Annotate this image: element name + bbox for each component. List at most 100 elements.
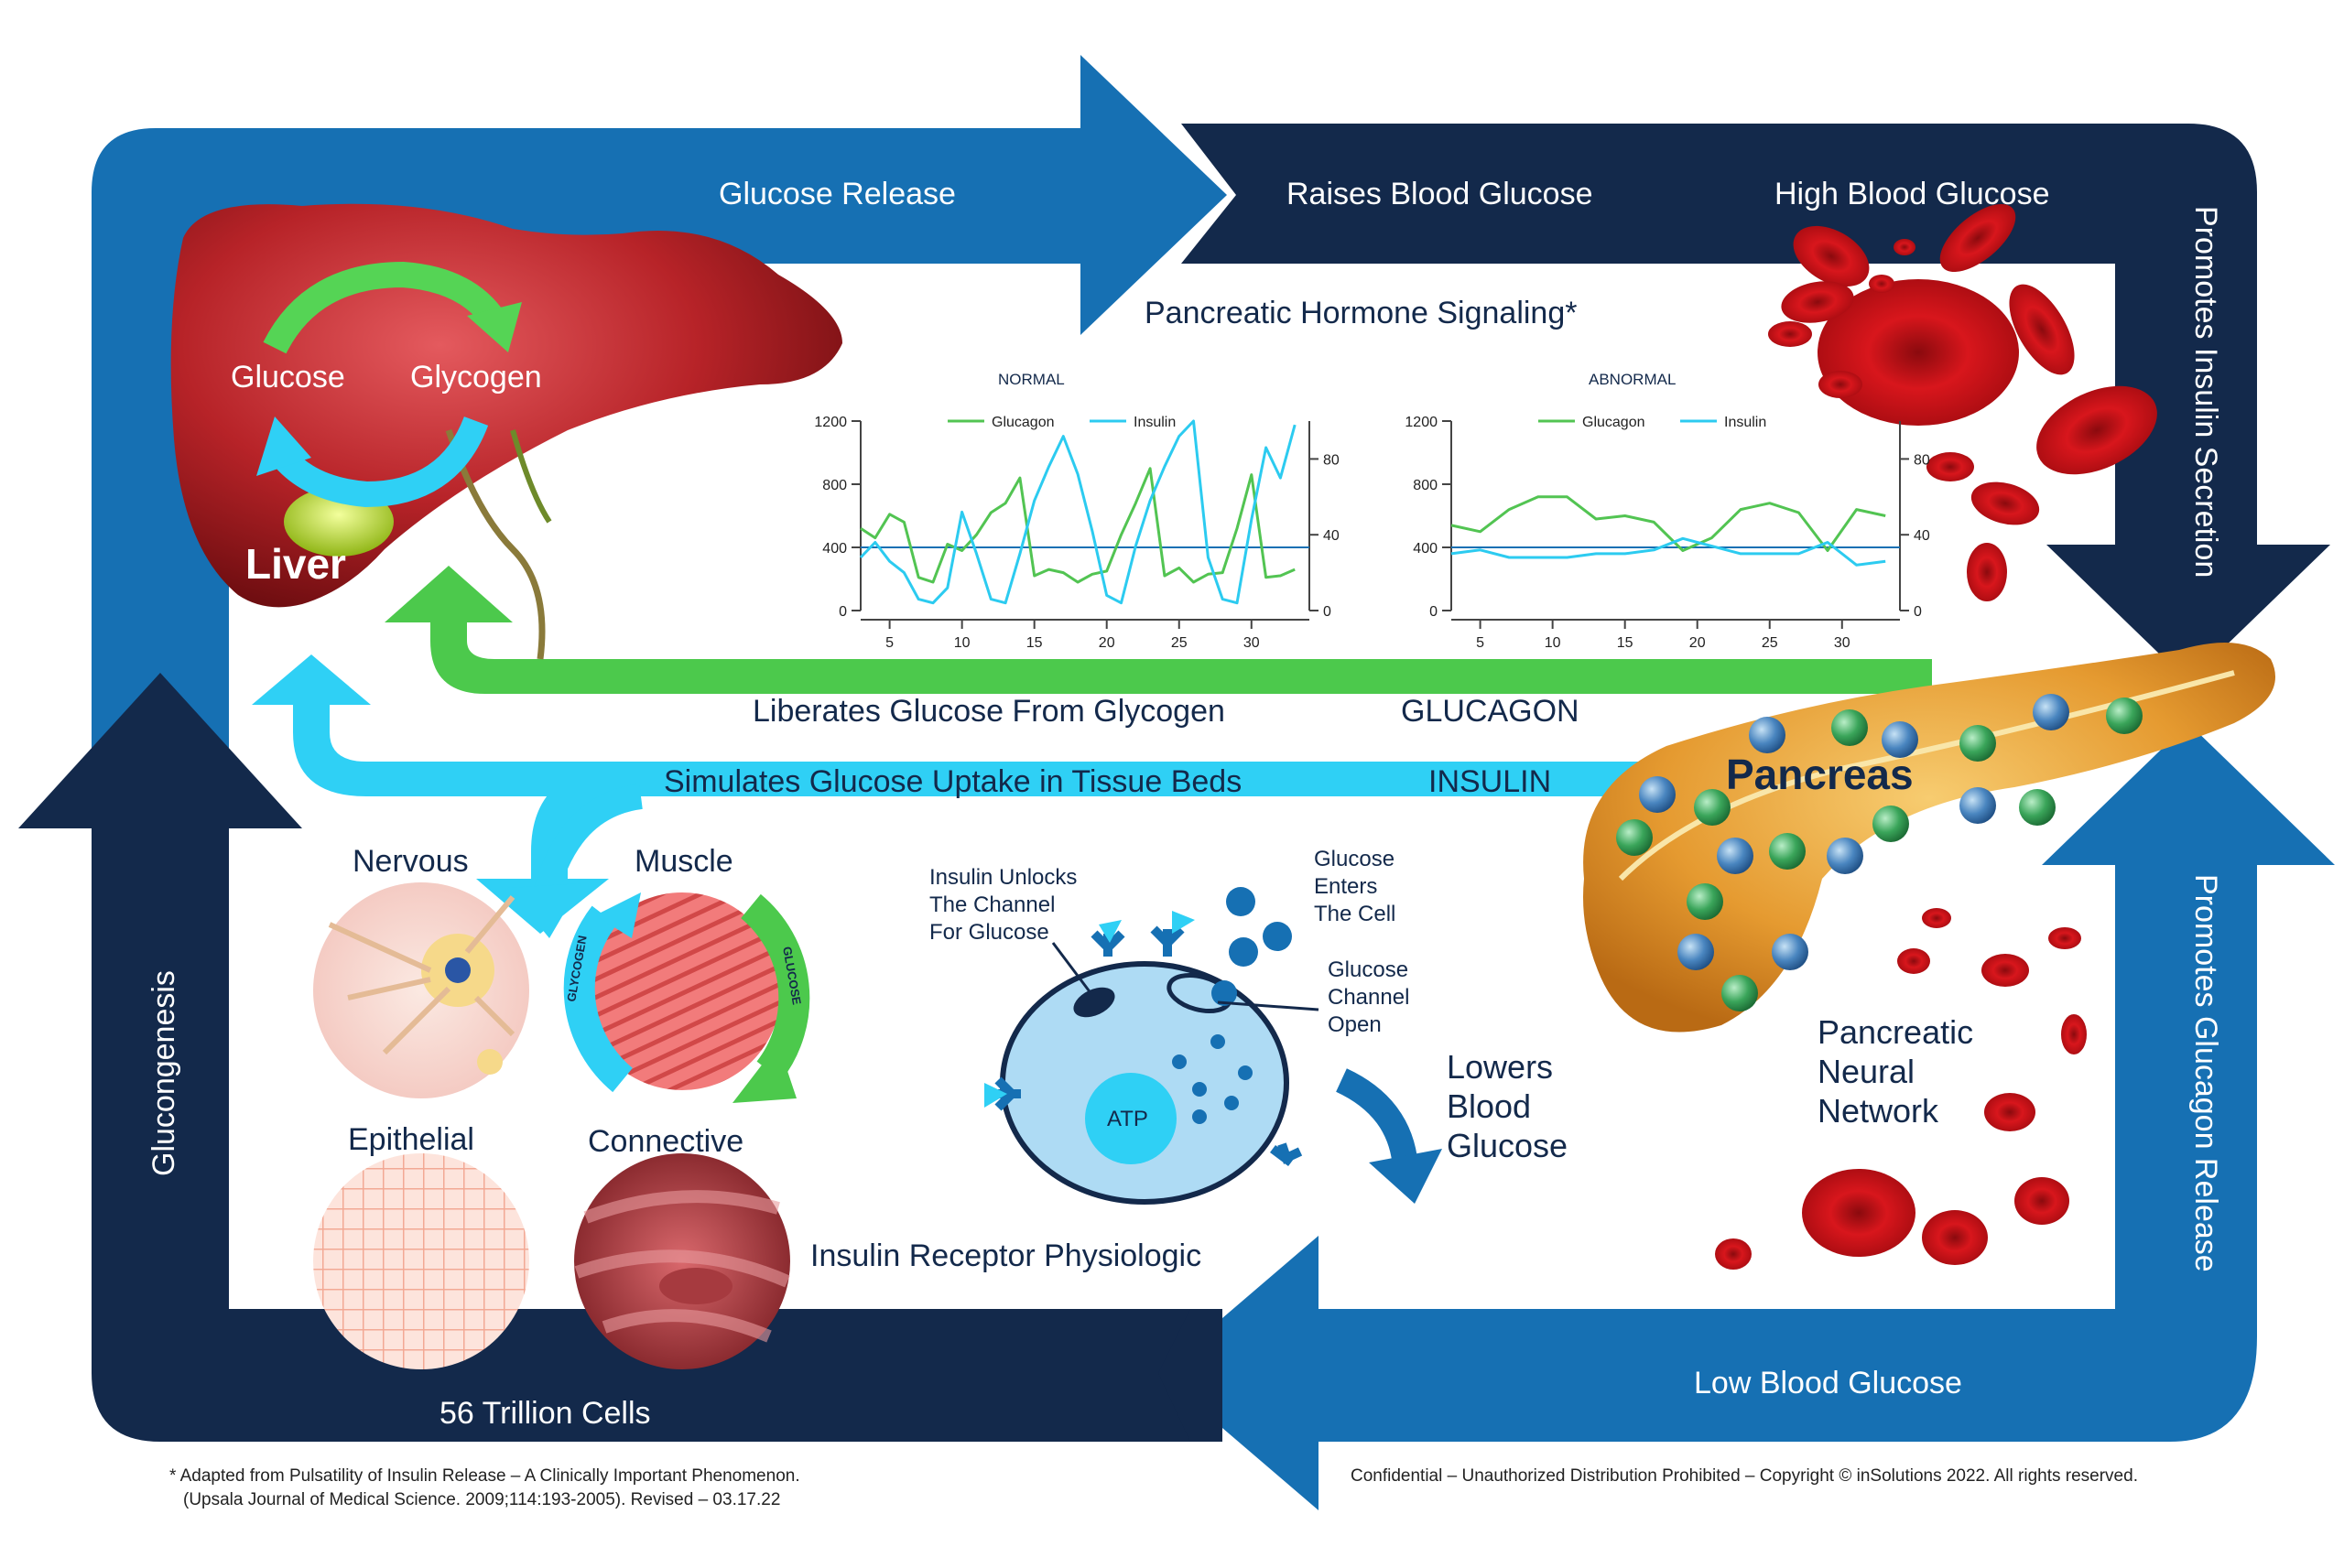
chart-legend-label: Insulin [1134, 415, 1176, 430]
chart-series-insulin [1450, 536, 1886, 567]
chart-x-tick-label: 10 [1545, 635, 1561, 651]
chart-legend-label: Glucagon [1582, 415, 1645, 430]
raises-blood-glucose-label: Raises Blood Glucose [1286, 177, 1593, 211]
pancreas-label: Pancreas [1726, 751, 1914, 798]
chart-right-tick-label: 80 [1914, 452, 1930, 468]
chart-left-tick-label: 1200 [814, 415, 847, 430]
gluconeogenesis-arrowhead [18, 673, 302, 828]
chart-left-tick-label: 800 [822, 478, 847, 493]
low-glucose-arrowhead [1158, 1236, 1318, 1510]
pancreatic-cells [1616, 694, 2143, 1011]
connective-tissue-label: Connective [588, 1124, 744, 1159]
channel-open-line2: Channel [1328, 985, 1410, 1010]
insulin-secretion-arrowhead [2046, 545, 2330, 682]
gluconeogenesis-label: Glucongenesis [146, 970, 181, 1176]
muscle-tissue-circle: GLYCOGEN GLUCOSE [563, 892, 810, 1103]
connective-tissue-circle [574, 1153, 790, 1369]
chart-x-tick-label: 25 [1171, 635, 1188, 651]
lowers-line3: Glucose [1447, 1127, 1568, 1164]
glucagon-pathway-label: Liberates Glucose From Glycogen [753, 694, 1225, 729]
chart-title: NORMAL [998, 371, 1065, 388]
chart-x-tick-label: 30 [1834, 635, 1850, 651]
signaling-title: Pancreatic Hormone Signaling* [1145, 296, 1578, 330]
chart-left-tick-label: 400 [1413, 541, 1438, 557]
glucose-enters-line3: The Cell [1314, 902, 1396, 926]
glucose-enters-line1: Glucose [1314, 847, 1395, 871]
chart-left-tick-label: 800 [1413, 478, 1438, 493]
receptor-cell [984, 887, 1319, 1205]
chart-x-tick-label: 5 [1476, 635, 1484, 651]
footnote-line1: * Adapted from Pulsatility of Insulin Re… [169, 1466, 800, 1486]
chart-right-tick-label: 40 [1323, 528, 1340, 544]
chart-x-tick-label: 15 [1026, 635, 1043, 651]
epithelial-tissue-label: Epithelial [348, 1122, 474, 1157]
pancreatic-neural-network-line3: Network [1818, 1092, 1939, 1130]
insulin-to-tissue-arrowhead [508, 883, 581, 938]
chart-right-tick-label: 40 [1914, 528, 1930, 544]
atp-label: ATP [1107, 1107, 1148, 1131]
muscle-tissue-label: Muscle [635, 844, 733, 879]
cells-count-label: 56 Trillion Cells [440, 1396, 651, 1431]
glucagon-hormone-label: GLUCAGON [1401, 694, 1579, 729]
copyright-notice: Confidential – Unauthorized Distribution… [1351, 1466, 2138, 1486]
chart-left-tick-label: 0 [1429, 604, 1438, 620]
low-blood-glucose-label: Low Blood Glucose [1694, 1366, 1962, 1400]
insulin-hormone-label: INSULIN [1428, 764, 1552, 799]
insulin-unlocks-line1: Insulin Unlocks [929, 865, 1078, 890]
channel-open-line3: Open [1328, 1012, 1382, 1037]
chart-series-insulin [859, 419, 1297, 605]
epithelial-tissue-circle [313, 1153, 529, 1369]
liver-glycogen-label: Glycogen [410, 360, 542, 395]
low-glucose-arrow-tail [1158, 1309, 1222, 1442]
chart-x-tick-label: 20 [1099, 635, 1115, 651]
channel-open-line1: Glucose [1328, 957, 1409, 982]
red-blood-cells-high [1768, 203, 2157, 601]
insulin-pathway-label: Simulates Glucose Uptake in Tissue Beds [664, 764, 1243, 799]
chart-right-tick-label: 0 [1914, 604, 1922, 620]
pancreatic-neural-network-line1: Pancreatic [1818, 1013, 1974, 1051]
lowers-line2: Blood [1447, 1087, 1532, 1125]
chart-x-tick-label: 15 [1617, 635, 1633, 651]
chart-series-glucagon [1450, 495, 1886, 552]
glucose-enters-line2: Enters [1314, 874, 1378, 899]
insulin-unlocks-line2: The Channel [929, 892, 1056, 917]
lowers-glucose-arrowhead [1369, 1149, 1442, 1204]
glucose-release-arrowhead [1080, 55, 1227, 335]
promotes-glucagon-release-label: Promotes Glucagon Release [2188, 874, 2223, 1272]
red-blood-cells-low [1715, 908, 2087, 1270]
chart-legend-label: Insulin [1724, 415, 1766, 430]
cycle-band-bottom-right [1318, 860, 2257, 1442]
chart-left-tick-label: 1200 [1405, 415, 1438, 430]
chart-x-tick-label: 20 [1689, 635, 1706, 651]
footnote-line2: (Upsala Journal of Medical Science. 2009… [183, 1490, 781, 1509]
liver-glucose-label: Glucose [231, 360, 345, 395]
lowers-glucose-arrow [1335, 1068, 1418, 1169]
chart-x-tick-label: 5 [885, 635, 894, 651]
liver-illustration [170, 203, 842, 660]
receptor-title: Insulin Receptor Physiologic [810, 1238, 1202, 1273]
insulin-unlocks-line3: For Glucose [929, 920, 1049, 945]
nervous-tissue-circle [313, 882, 529, 1098]
pancreatic-neural-network-line2: Neural [1818, 1053, 1915, 1090]
liver-label: Liver [245, 540, 346, 588]
chart-left-tick-label: 400 [822, 541, 847, 557]
chart-title: ABNORMAL [1589, 371, 1676, 388]
chart-right-tick-label: 0 [1323, 604, 1331, 620]
chart-x-tick-label: 30 [1243, 635, 1260, 651]
chart-right-tick-label: 80 [1323, 452, 1340, 468]
chart-x-tick-label: 10 [954, 635, 971, 651]
chart-left-tick-label: 0 [839, 604, 847, 620]
glucagon-pathway [385, 566, 1932, 694]
promotes-insulin-secretion-label: Promotes Insulin Secretion [2188, 206, 2223, 579]
glucagon-release-arrowhead [2042, 723, 2335, 865]
nervous-tissue-label: Nervous [353, 844, 469, 879]
glucose-release-label: Glucose Release [719, 177, 956, 211]
chart-x-tick-label: 25 [1762, 635, 1778, 651]
chart-legend-label: Glucagon [992, 415, 1055, 430]
lowers-line1: Lowers [1447, 1048, 1554, 1086]
insulin-to-tissue-arrow [532, 784, 644, 901]
high-blood-glucose-label: High Blood Glucose [1774, 177, 2050, 211]
chart-series-glucagon [860, 467, 1296, 584]
